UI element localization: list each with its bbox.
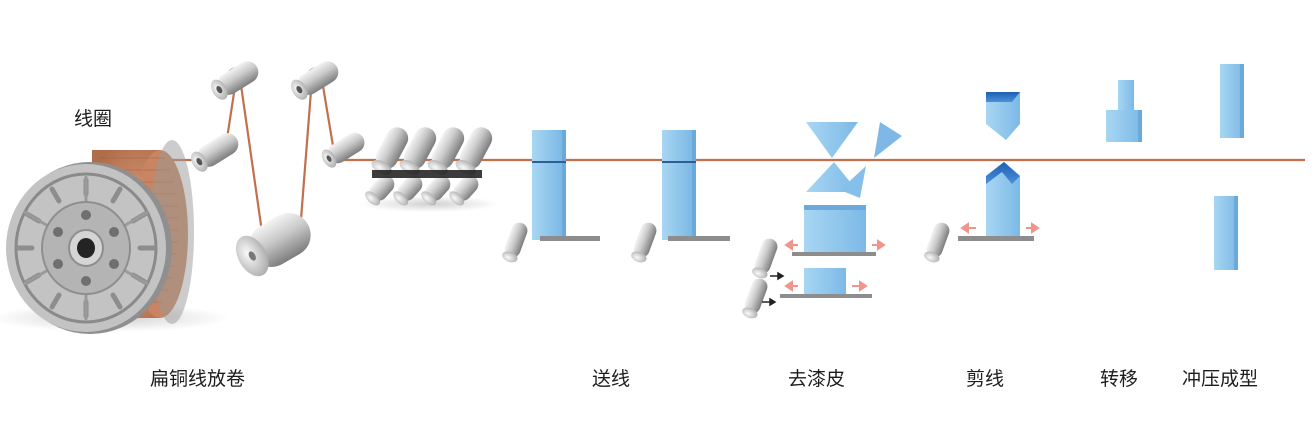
top-pulley-2 — [291, 61, 339, 100]
press-forming-stage-label: 冲压成型 — [1182, 368, 1259, 390]
feed-unit-2 — [631, 130, 730, 263]
top-pulley-1 — [211, 61, 259, 100]
strip-blade-top-left — [806, 122, 858, 158]
stripping-feed-arrows — [762, 271, 785, 307]
cutting-unit — [924, 92, 1040, 263]
guide-roller-2 — [321, 132, 365, 168]
strip-blade-top-right — [874, 122, 902, 158]
stripping-stage-label: 去漆皮 — [788, 368, 846, 390]
transfer-stage-label: 转移 — [1100, 368, 1139, 390]
feed-stage-label: 送线 — [592, 368, 631, 390]
dancer-roller — [235, 213, 311, 277]
press-forming-unit — [1214, 64, 1244, 270]
cutter-upper-blade — [986, 92, 1020, 140]
coil-label: 线圈 — [74, 108, 113, 130]
strip-blade-bottom-left — [806, 162, 858, 192]
upper-roller-row — [371, 127, 493, 175]
feed-unit-1 — [502, 130, 600, 263]
unwind-stage-label: 扁铜线放卷 — [150, 368, 246, 390]
cutting-motion-arrows — [960, 222, 1040, 234]
transfer-unit — [1106, 80, 1142, 142]
stripping-motion-arrows — [784, 239, 886, 292]
copper-coil-spool — [6, 140, 194, 334]
lower-roller-row — [365, 175, 479, 206]
guide-roller-1 — [191, 133, 239, 172]
cutting-stage-label: 剪线 — [966, 368, 1005, 390]
straightening-rollers — [365, 127, 493, 206]
stripping-unit — [742, 122, 902, 319]
strip-blade-bottom-right — [840, 166, 866, 198]
